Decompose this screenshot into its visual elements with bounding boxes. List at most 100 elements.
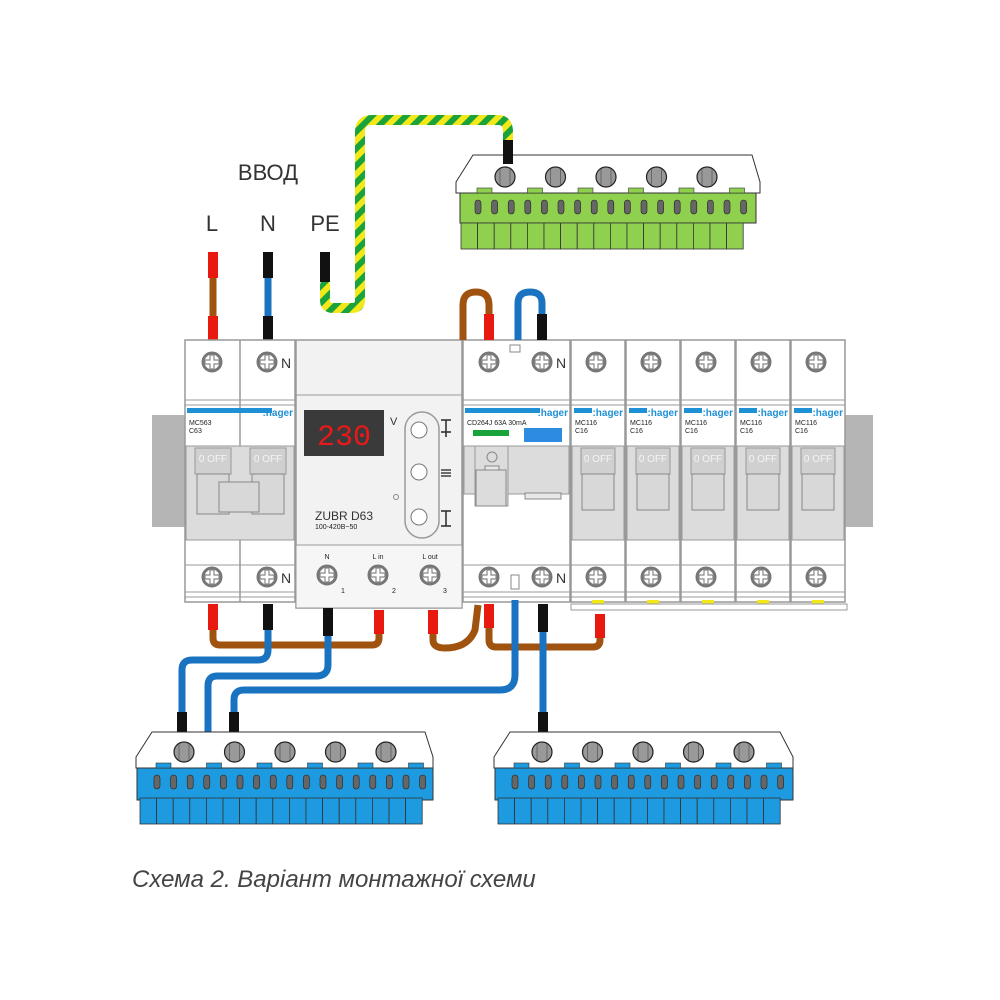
terminal-slot[interactable]	[694, 774, 701, 790]
screw-icon[interactable]	[733, 741, 755, 763]
terminal-slot[interactable]	[386, 774, 393, 790]
terminal-slot[interactable]	[544, 774, 552, 790]
terminal-slot[interactable]	[723, 199, 731, 215]
button-up[interactable]	[410, 421, 428, 439]
screw-icon[interactable]	[256, 351, 278, 373]
terminal-slot[interactable]	[511, 774, 519, 790]
terminal-slot[interactable]	[574, 199, 581, 215]
screw-icon[interactable]	[805, 566, 827, 588]
screw-icon[interactable]	[682, 741, 705, 763]
terminal-slot[interactable]	[744, 774, 751, 790]
screw-icon[interactable]	[695, 566, 717, 588]
screw-icon[interactable]	[531, 351, 553, 373]
terminal-slot[interactable]	[153, 774, 161, 790]
terminal-slot[interactable]	[624, 199, 631, 215]
screw-icon[interactable]	[419, 564, 441, 586]
terminal-slot[interactable]	[710, 774, 718, 790]
terminal-slot[interactable]	[661, 774, 668, 790]
button-down[interactable]	[410, 508, 428, 526]
terminal-slot[interactable]	[673, 199, 681, 215]
rcd-test-button[interactable]	[524, 428, 562, 442]
terminal-slot[interactable]	[528, 774, 535, 790]
terminal-slot[interactable]	[203, 774, 211, 790]
screw-icon[interactable]	[256, 566, 278, 588]
screw-icon[interactable]	[581, 741, 604, 763]
screw-icon[interactable]	[640, 566, 662, 588]
screw-icon[interactable]	[696, 166, 718, 188]
main-breaker-switch-label-2: 0 OFF	[254, 454, 282, 465]
screw-icon[interactable]	[223, 741, 246, 763]
terminal-slot[interactable]	[777, 774, 784, 790]
terminal-slot[interactable]	[269, 774, 277, 790]
terminal-slot[interactable]	[319, 774, 327, 790]
screw-icon[interactable]	[531, 741, 553, 763]
terminal-slot[interactable]	[286, 774, 294, 790]
screw-icon[interactable]	[201, 351, 223, 373]
toggle-lever[interactable]	[636, 473, 670, 511]
terminal-slot[interactable]	[524, 199, 532, 215]
branch-breaker-switch-label: 0 OFF	[639, 454, 667, 465]
terminal-slot[interactable]	[170, 774, 177, 790]
screw-icon[interactable]	[201, 566, 223, 588]
terminal-slot[interactable]	[253, 774, 260, 790]
screw-icon[interactable]	[274, 741, 296, 763]
toggle-lever[interactable]	[691, 473, 725, 511]
screw-icon[interactable]	[632, 741, 654, 763]
terminal-slot[interactable]	[727, 774, 735, 790]
screw-icon[interactable]	[531, 566, 553, 588]
screw-icon[interactable]	[585, 566, 607, 588]
terminal-slot[interactable]	[507, 199, 515, 215]
terminal-slot[interactable]	[336, 774, 343, 790]
toggle-lever[interactable]	[581, 473, 615, 511]
terminal-slot[interactable]	[740, 199, 747, 215]
screw-icon[interactable]	[173, 741, 195, 763]
terminal-1-number: 1	[341, 588, 345, 595]
screw-icon[interactable]	[695, 351, 717, 373]
terminal-slot[interactable]	[611, 774, 618, 790]
screw-icon[interactable]	[805, 351, 827, 373]
terminal-slot[interactable]	[491, 199, 498, 215]
terminal-slot[interactable]	[186, 774, 194, 790]
terminal-slot[interactable]	[369, 774, 377, 790]
screw-icon[interactable]	[645, 166, 668, 188]
terminal-slot[interactable]	[627, 774, 635, 790]
terminal-slot[interactable]	[644, 774, 652, 790]
screw-icon[interactable]	[544, 166, 567, 188]
screw-icon[interactable]	[494, 166, 516, 188]
screw-icon[interactable]	[750, 351, 772, 373]
terminal-slot[interactable]	[419, 774, 426, 790]
terminal-slot[interactable]	[607, 199, 615, 215]
screw-icon[interactable]	[640, 351, 662, 373]
toggle-lever[interactable]	[801, 473, 835, 511]
voltage-relay	[295, 339, 463, 609]
toggle-lever[interactable]	[746, 473, 780, 511]
terminal-slot[interactable]	[561, 774, 569, 790]
terminal-slot[interactable]	[474, 199, 482, 215]
terminal-slot[interactable]	[760, 774, 768, 790]
terminal-slot[interactable]	[707, 199, 714, 215]
terminal-slot[interactable]	[220, 774, 227, 790]
screw-icon[interactable]	[478, 351, 500, 373]
screw-icon[interactable]	[585, 351, 607, 373]
terminal-slot[interactable]	[578, 774, 585, 790]
terminal-slot[interactable]	[541, 199, 548, 215]
terminal-slot[interactable]	[236, 774, 244, 790]
screw-icon[interactable]	[375, 741, 397, 763]
terminal-slot[interactable]	[352, 774, 360, 790]
terminal-slot[interactable]	[590, 199, 598, 215]
terminal-slot[interactable]	[402, 774, 410, 790]
terminal-slot[interactable]	[690, 199, 698, 215]
terminal-slot[interactable]	[640, 199, 648, 215]
terminal-slot[interactable]	[677, 774, 685, 790]
screw-icon[interactable]	[367, 564, 389, 586]
screw-icon[interactable]	[750, 566, 772, 588]
screw-icon[interactable]	[478, 566, 500, 588]
screw-icon[interactable]	[595, 166, 617, 188]
button-menu[interactable]	[410, 463, 428, 481]
screw-icon[interactable]	[316, 564, 338, 586]
terminal-slot[interactable]	[657, 199, 664, 215]
terminal-slot[interactable]	[303, 774, 310, 790]
screw-icon[interactable]	[324, 741, 347, 763]
terminal-slot[interactable]	[594, 774, 602, 790]
terminal-slot[interactable]	[557, 199, 565, 215]
